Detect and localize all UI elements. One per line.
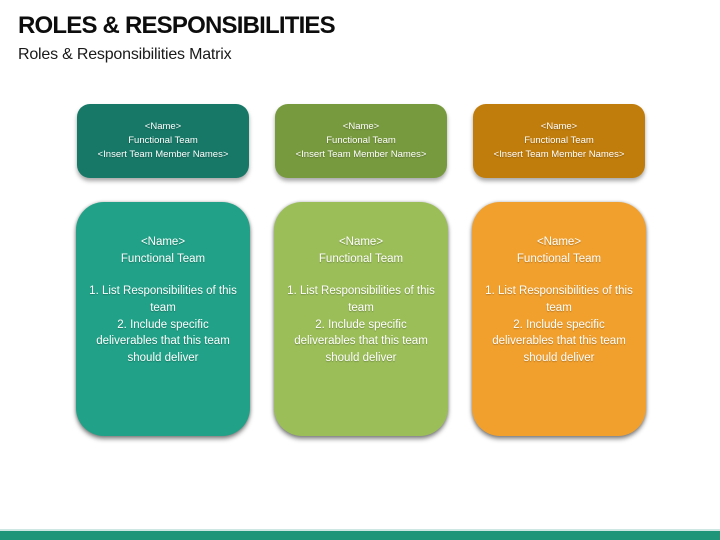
slide-subtitle: Roles & Responsibilities Matrix	[18, 46, 232, 63]
team-body-card-2[interactable]: <Name> Functional Team 1. List Responsib…	[274, 202, 448, 436]
team-name-placeholder: <Name>	[338, 236, 384, 248]
team-members-placeholder: <Insert Team Member Names>	[97, 148, 229, 160]
team-members-placeholder: <Insert Team Member Names>	[493, 148, 625, 160]
team-name-placeholder: <Name>	[536, 236, 582, 248]
team-type-label: Functional Team	[516, 252, 602, 265]
team-type-label: Functional Team	[128, 135, 198, 147]
spacer	[284, 267, 438, 283]
team-body-card-1[interactable]: <Name> Functional Team 1. List Responsib…	[76, 202, 250, 436]
team-header-card-1[interactable]: <Name> Functional Team <Insert Team Memb…	[77, 104, 249, 178]
footer-accent-bar	[0, 531, 720, 540]
spacer	[86, 267, 240, 283]
slide-title: ROLES & RESPONSIBILITIES	[18, 12, 336, 39]
responsibility-item-2: 2. Include specific deliverables that th…	[492, 318, 626, 365]
team-name-placeholder: <Name>	[140, 236, 186, 248]
responsibility-item-2: 2. Include specific deliverables that th…	[96, 318, 230, 365]
footer-divider-line	[0, 529, 720, 531]
team-body-card-3[interactable]: <Name> Functional Team 1. List Responsib…	[472, 202, 646, 436]
team-type-label: Functional Team	[120, 252, 206, 265]
team-type-label: Functional Team	[326, 135, 396, 147]
responsibility-item-1: 1. List Responsibilities of this team	[287, 285, 435, 315]
team-members-placeholder: <Insert Team Member Names>	[295, 148, 427, 160]
team-type-label: Functional Team	[524, 135, 594, 147]
functional-team-column-2: <Name> Functional Team <Insert Team Memb…	[274, 0, 448, 540]
responsibility-item-2: 2. Include specific deliverables that th…	[294, 318, 428, 365]
team-name-placeholder: <Name>	[342, 121, 380, 133]
team-name-placeholder: <Name>	[540, 121, 578, 133]
spacer	[482, 267, 636, 283]
responsibility-item-1: 1. List Responsibilities of this team	[485, 285, 633, 315]
functional-team-column-3: <Name> Functional Team <Insert Team Memb…	[472, 0, 646, 540]
team-header-card-2[interactable]: <Name> Functional Team <Insert Team Memb…	[275, 104, 447, 178]
team-type-label: Functional Team	[318, 252, 404, 265]
functional-team-column-1: <Name> Functional Team <Insert Team Memb…	[76, 0, 250, 540]
team-header-card-3[interactable]: <Name> Functional Team <Insert Team Memb…	[473, 104, 645, 178]
responsibility-item-1: 1. List Responsibilities of this team	[89, 285, 237, 315]
team-name-placeholder: <Name>	[144, 121, 182, 133]
